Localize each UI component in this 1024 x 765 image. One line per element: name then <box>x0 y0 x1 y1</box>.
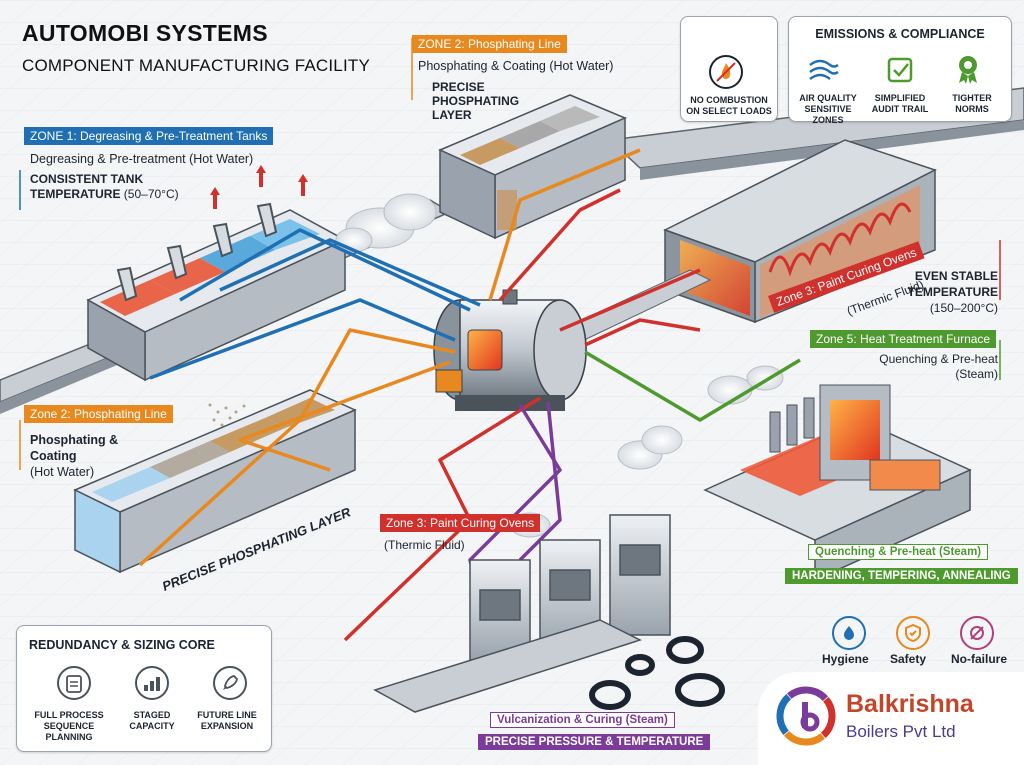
zone1-description: Degreasing & Pre-treatment (Hot Water) <box>30 152 254 166</box>
air-quality-icon <box>807 55 841 90</box>
zone1-note: CONSISTENT TANK TEMPERATURE (50–70°C) <box>30 172 200 202</box>
zone5-description: Quenching & Pre-heat (Steam) <box>879 352 998 381</box>
checklist-icon <box>885 55 915 90</box>
zone2-left-tag: Zone 2: Phosphating Line <box>24 405 173 423</box>
emission-item-air-quality: AIR QUALITY SENSITIVE ZONES <box>799 93 857 125</box>
award-icon <box>953 53 983 90</box>
zone5-badge-quenching: Quenching & Pre-heat (Steam) <box>808 544 989 560</box>
zone2-left-desc-rest: (Hot Water) <box>30 465 95 479</box>
brand-subtitle: Boilers Pvt Ltd <box>846 722 956 741</box>
redundancy-item-expansion: FUTURE LINE EXPANSION <box>197 710 257 731</box>
heat-treatment-furnace <box>703 384 972 582</box>
clipboard-icon <box>57 666 91 700</box>
emissions-card: EMISSIONS & COMPLIANCE AIR QUALITY SENSI… <box>788 16 1012 125</box>
redundancy-item-capacity: STAGED CAPACITY <box>129 710 175 731</box>
brand-panel: Balkrishna Boilers Pvt Ltd <box>758 672 1024 765</box>
no-combustion-label: NO COMBUSTION ON SELECT LOADS <box>686 95 772 116</box>
hygiene-icon <box>832 616 866 650</box>
page-title: AUTOMOBI SYSTEMS <box>22 20 268 46</box>
no-combustion-card: NO COMBUSTION ON SELECT LOADS <box>680 16 778 122</box>
zone3-center-description: (Thermic Fluid) <box>384 538 465 552</box>
redundancy-card: REDUNDANCY & SIZING CORE FULL PROCESS SE… <box>16 625 272 752</box>
zone2-left-desc-bold: Phosphating & Coating <box>30 433 119 463</box>
zone5-badge-hardening: HARDENING, TEMPERING, ANNEALING <box>785 568 1018 584</box>
value-hygiene-label: Hygiene <box>822 652 869 666</box>
no-flame-icon <box>709 55 743 89</box>
page-subtitle: COMPONENT MANUFACTURING FACILITY <box>22 56 371 75</box>
redundancy-title: REDUNDANCY & SIZING CORE <box>29 638 215 652</box>
redundancy-item-planning: FULL PROCESS SEQUENCE PLANNING <box>34 710 104 742</box>
shield-icon <box>896 616 930 650</box>
zone1-note-rest: (50–70°C) <box>123 187 179 201</box>
zone2-left-description: Phosphating & Coating (Hot Water) <box>30 432 140 480</box>
boiler <box>433 289 587 411</box>
no-failure-icon <box>960 616 994 650</box>
vulcanization-presses <box>373 514 671 713</box>
zone3-right-note-rest: (150–200°C) <box>929 301 998 315</box>
rocket-icon <box>213 666 247 700</box>
phosphate-particles <box>208 403 246 427</box>
rubber-rings <box>589 636 725 710</box>
pressure-temperature-badge: PRECISE PRESSURE & TEMPERATURE <box>478 734 711 750</box>
phosphating-tanks-top <box>438 94 627 240</box>
zone1-tag: ZONE 1: Degreasing & Pre-Treatment Tanks <box>24 127 274 145</box>
emissions-title: EMISSIONS & COMPLIANCE <box>815 27 985 41</box>
values-row <box>826 616 1016 666</box>
emission-item-audit-trail: SIMPLIFIED AUDIT TRAIL <box>871 93 929 114</box>
brand-logo <box>776 686 836 751</box>
value-no-failure-label: No-failure <box>950 652 1007 666</box>
zone1-note-bold: CONSISTENT TANK TEMPERATURE <box>30 172 144 201</box>
brand-name: Balkrishna <box>846 690 974 718</box>
bar-growth-icon <box>135 666 169 700</box>
zone2-top-description: Phosphating & Coating (Hot Water) <box>418 59 614 73</box>
zone3-right-note-bold: EVEN STABLE TEMPERATURE <box>907 269 998 299</box>
value-safety-label: Safety <box>889 652 927 666</box>
zone3-center-tag: Zone 3: Paint Curing Ovens <box>380 514 541 532</box>
emission-item-tighter-norms: TIGHTER NORMS <box>952 93 992 114</box>
zone2-top-note: PRECISE PHOSPHATING LAYER <box>432 80 520 122</box>
zone5-tag: Zone 5: Heat Treatment Furnace <box>810 330 997 348</box>
zone2-top-tag: ZONE 2: Phosphating Line <box>412 35 567 53</box>
vulcanization-badge: Vulcanization & Curing (Steam) <box>490 712 675 728</box>
zone3-right-note: EVEN STABLE TEMPERATURE (150–200°C) <box>878 268 998 316</box>
